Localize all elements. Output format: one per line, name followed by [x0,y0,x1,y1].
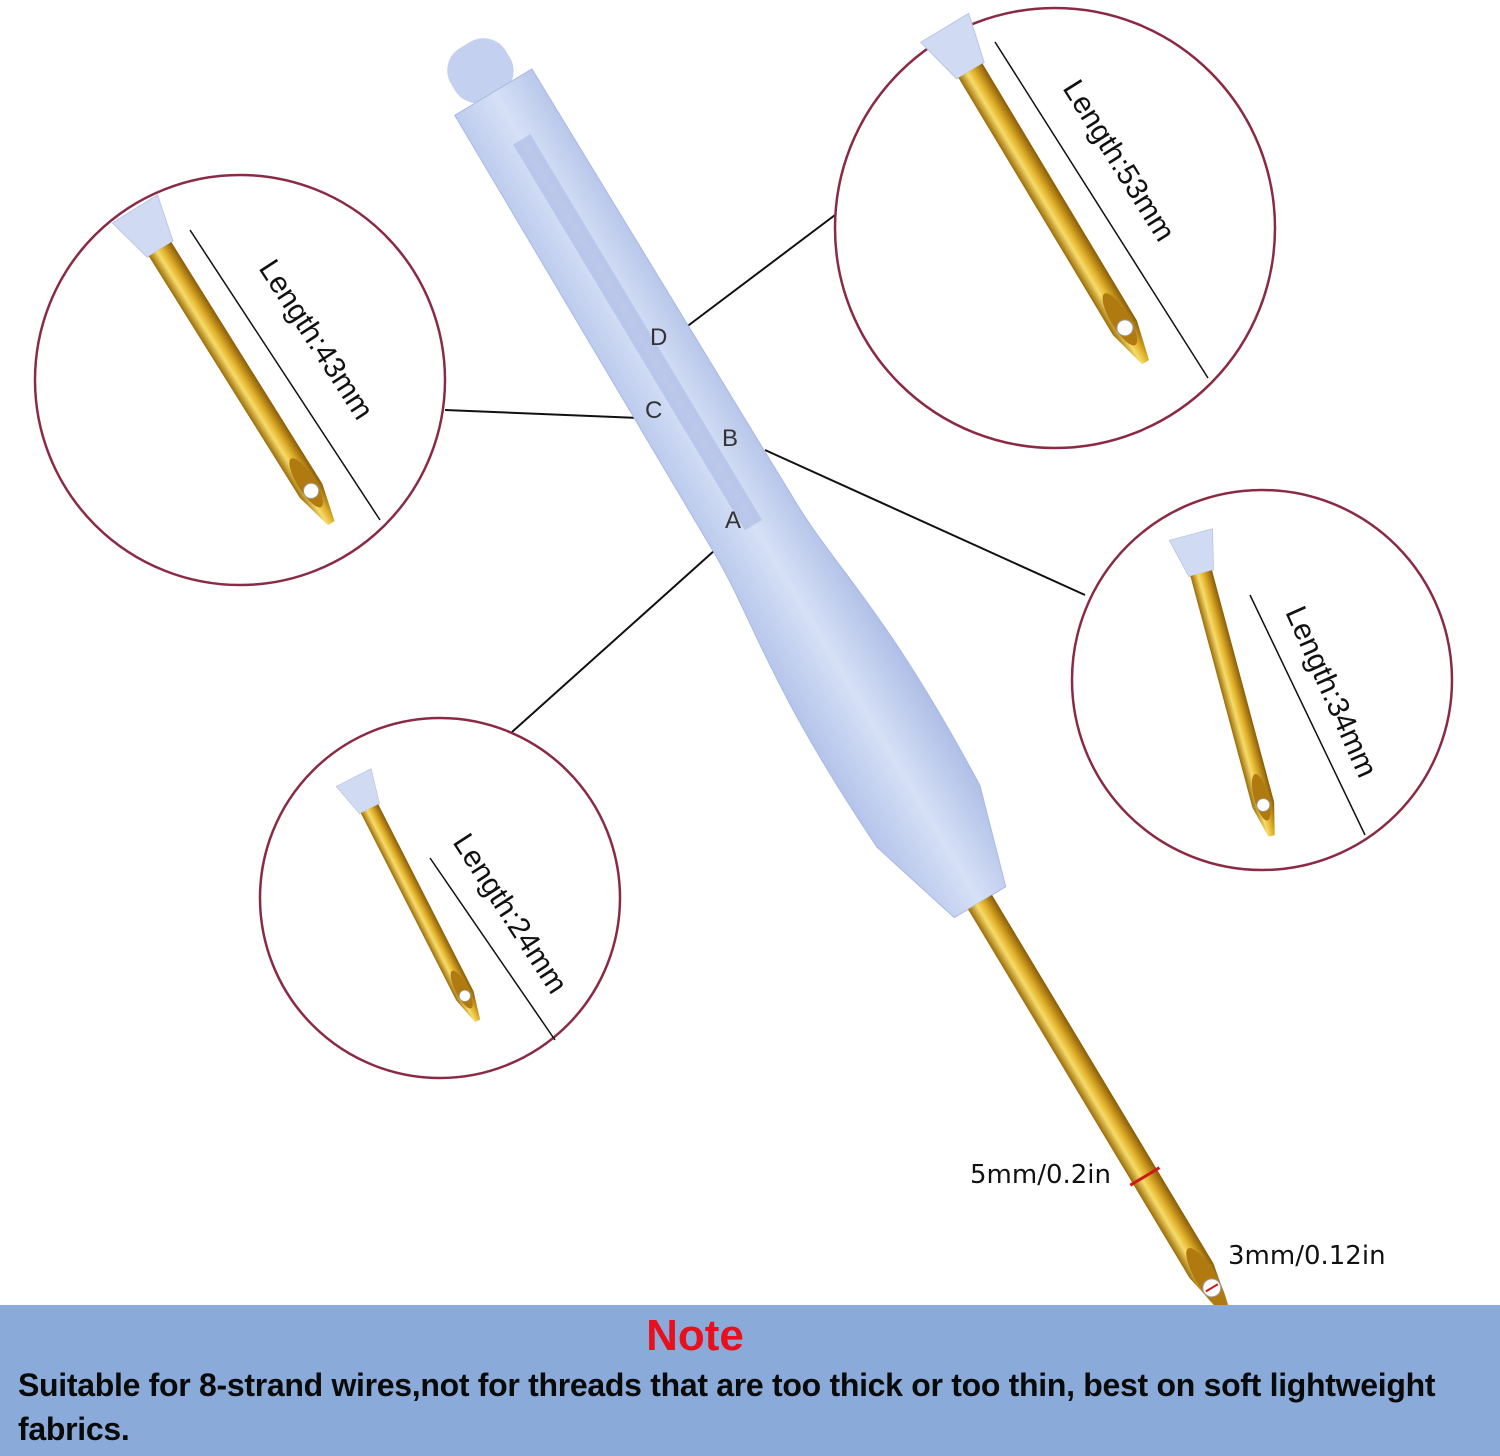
punch-needle-pen [447,38,1231,1305]
slot-label-a: A [725,507,741,534]
connector-b [764,449,1086,596]
needle-callout-43mm: Length:43mm [33,173,447,587]
connector-a [511,549,716,733]
inner-diameter-arrow [1205,1283,1219,1293]
needle-callout-34mm: Length:34mm [1070,488,1454,872]
outer-diameter-label: 5mm/0.2in [970,1160,1111,1190]
slot-label-d: D [650,324,667,351]
needle-callout-24mm: Length:24mm [258,716,622,1080]
outer-diameter-arrow [1129,1166,1161,1187]
length-arrow [994,41,1209,379]
pen-needle [968,894,1214,1278]
length-arrow [429,857,556,1041]
connector-d [684,214,836,329]
length-arrow [189,229,381,521]
pen-cap [447,38,514,104]
punch-needle-diagram: A B C D Length:43mm Length:53mm Length:3… [33,6,1454,1305]
note-banner: Note Suitable for 8-strand wires,not for… [0,1305,1500,1456]
inner-diameter-label: 3mm/0.12in [1228,1241,1386,1271]
connector-lines [444,214,1086,733]
needle-callout-53mm: Length:53mm [833,6,1277,450]
note-text: Suitable for 8-strand wires,not for thre… [18,1367,1436,1447]
slot-label-b: B [722,425,738,452]
length-arrow [1249,594,1366,836]
connector-c [444,409,641,419]
note-title: Note [646,1311,744,1360]
slot-label-c: C [645,397,662,424]
